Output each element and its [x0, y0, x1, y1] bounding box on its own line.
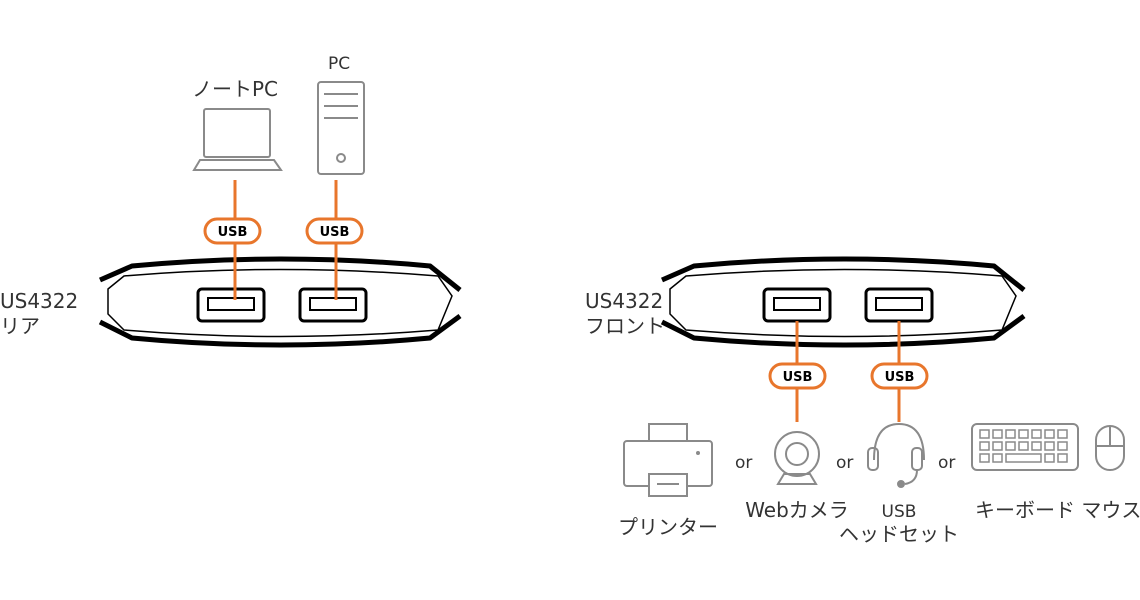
front-usb-port-right [864, 287, 934, 323]
keyboard-key [979, 453, 990, 463]
headset-label-line1: USB [881, 502, 917, 522]
keyboard-spacebar [1005, 453, 1042, 463]
rear-model-label: US4322 [0, 289, 79, 313]
keyboard-key [1057, 441, 1068, 451]
keyboard-key [1031, 429, 1042, 439]
keyboard-key [992, 441, 1003, 451]
pc-label: PC [327, 54, 351, 74]
rear-usb-port-left [196, 287, 266, 323]
or-label: or [836, 453, 854, 473]
keyboard-key [1005, 441, 1016, 451]
or-label: or [938, 453, 956, 473]
svg-text:USB: USB [783, 370, 813, 385]
keyboard-key [1031, 441, 1042, 451]
keyboard-key [1044, 453, 1055, 463]
usb-badge: USB [768, 362, 827, 390]
rear-side-label: リア [0, 314, 40, 338]
keyboard-key [1018, 429, 1029, 439]
keyboard-key [992, 453, 1003, 463]
webcam-label: Webカメラ [745, 498, 849, 522]
printer-icon [623, 423, 713, 497]
front-side-label: フロント [585, 314, 665, 338]
keyboard-key [1057, 429, 1068, 439]
keyboard-key [992, 429, 1003, 439]
usb-badge: USB [305, 217, 364, 245]
keyboard-key [1005, 429, 1016, 439]
desktop-pc-icon [317, 81, 365, 175]
headset-icon [867, 422, 925, 488]
rear-usb-port-right [298, 287, 368, 323]
svg-text:USB: USB [320, 225, 350, 240]
svg-text:USB: USB [885, 370, 915, 385]
svg-text:USB: USB [218, 225, 248, 240]
laptop-icon [192, 108, 283, 171]
webcam-icon [774, 431, 820, 485]
keyboard-key [1018, 441, 1029, 451]
keyboard-key [1044, 429, 1055, 439]
usb-badge: USB [870, 362, 929, 390]
front-device [660, 256, 1026, 348]
keyboard-key [979, 429, 990, 439]
front-model-label: US4322 [585, 289, 664, 313]
keyboard-key [1044, 441, 1055, 451]
printer-label: プリンター [618, 515, 718, 539]
front-usb-port-left [762, 287, 832, 323]
keyboard-key [1057, 453, 1068, 463]
rear-device [98, 256, 462, 348]
or-label: or [735, 453, 753, 473]
laptop-label: ノートPC [191, 77, 279, 101]
headset-label-line2: ヘッドセット [839, 522, 959, 546]
keyboard-icon [971, 423, 1079, 471]
mouse-icon [1095, 425, 1125, 471]
keyboard-mouse-label: キーボード マウス [975, 498, 1140, 522]
keyboard-key [979, 441, 990, 451]
usb-badge: USB [203, 217, 262, 245]
